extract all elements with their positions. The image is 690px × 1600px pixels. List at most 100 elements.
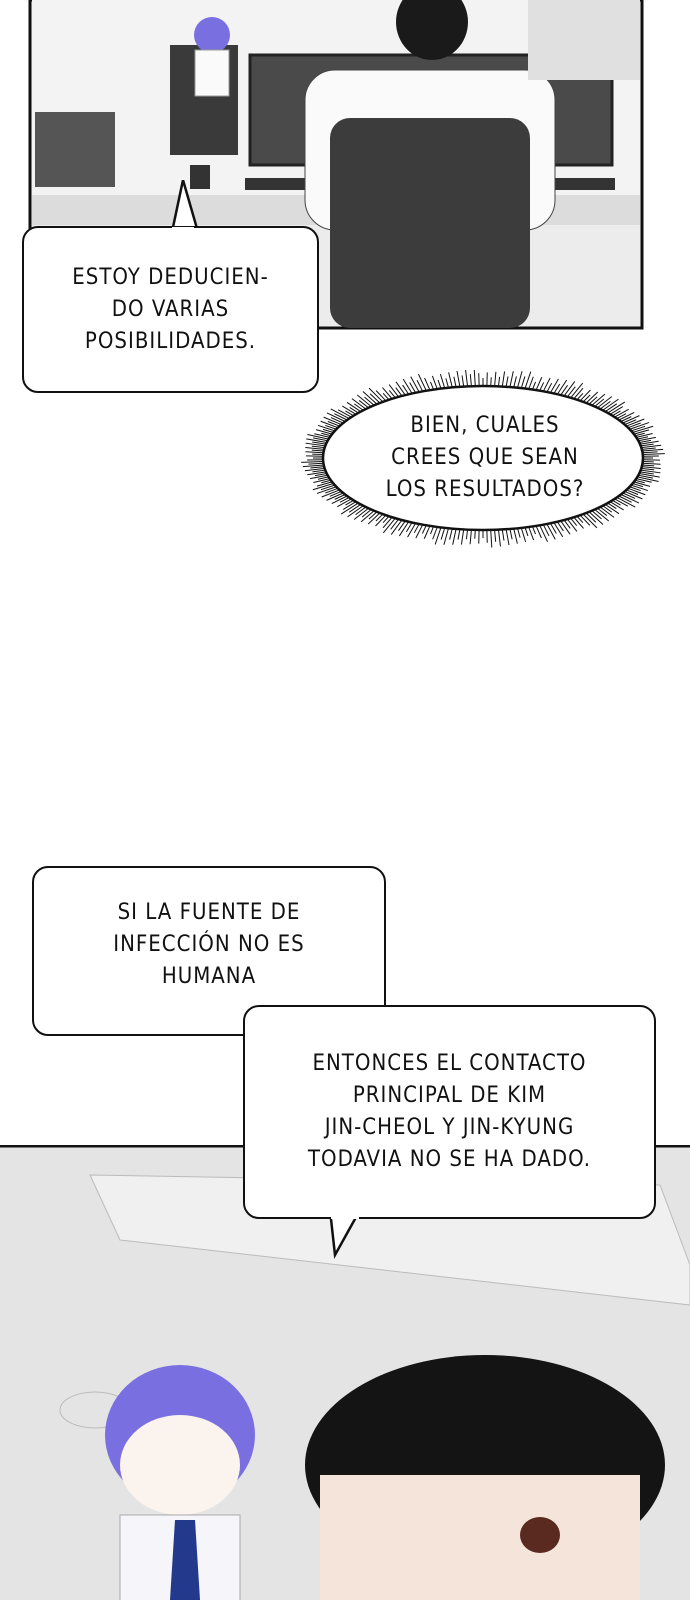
burst-spike <box>456 370 461 387</box>
burst-spike <box>405 522 413 533</box>
burst-spike <box>528 376 534 390</box>
burst-spike <box>639 471 654 475</box>
burst-spike <box>398 520 406 531</box>
doctor-hair <box>396 0 468 60</box>
burst-spike <box>375 514 387 527</box>
burst-spike <box>304 467 325 472</box>
burst-spike <box>599 400 611 410</box>
burst-spike <box>639 473 660 478</box>
burst-spike <box>549 523 557 534</box>
burst-spike <box>591 393 606 406</box>
burst-spike <box>443 528 449 545</box>
burst-spike <box>361 509 372 518</box>
burst-spike <box>320 420 339 429</box>
burst-spike <box>321 489 340 498</box>
burst-spike <box>473 370 476 387</box>
burst-spike <box>546 523 556 540</box>
burst-spike <box>340 502 359 515</box>
burst-spike <box>633 429 650 435</box>
burst-spike <box>632 425 654 433</box>
burst-spike <box>465 370 469 387</box>
burst-spike <box>636 433 653 438</box>
burst-spike <box>605 504 620 515</box>
burst-spike <box>629 486 641 492</box>
burst-spike <box>641 447 656 450</box>
bubble-text: ESTOY DEDUCIEN- DO VARIAS POSIBILIDADES. <box>72 264 269 354</box>
burst-spike <box>535 525 542 539</box>
burst-spike <box>642 451 658 454</box>
burst-spike <box>573 516 584 529</box>
burst-spike <box>497 376 501 387</box>
burst-spike <box>602 505 613 513</box>
burst-spike <box>642 462 661 465</box>
burst-spike <box>390 518 399 530</box>
burst-spike <box>626 418 645 427</box>
burst-spike <box>368 387 384 403</box>
burst-spike <box>382 517 396 534</box>
burst-spike <box>413 523 420 534</box>
burst-spike <box>607 502 617 510</box>
burst-spike <box>535 377 543 391</box>
speech-bubble-1: ESTOY DEDUCIEN- DO VARIAS POSIBILIDADES. <box>22 226 319 393</box>
burst-spike <box>579 514 591 526</box>
burst-spike <box>409 382 417 393</box>
burst-spike <box>360 510 375 523</box>
bubble-tail <box>170 180 200 232</box>
burst-spike <box>616 497 636 508</box>
burst-spike <box>469 529 472 545</box>
burst-spike <box>410 376 420 393</box>
burst-spike <box>453 376 457 388</box>
burst-spike <box>308 462 324 465</box>
burst-spike <box>424 377 431 391</box>
burst-spike <box>622 492 636 499</box>
burst-spike <box>402 384 410 395</box>
burst-spike <box>330 408 350 419</box>
burst-spike <box>337 409 352 418</box>
burst-spike <box>553 522 564 538</box>
burst-spike <box>553 383 561 394</box>
burst-spike <box>607 401 626 414</box>
burst-spike <box>641 467 655 471</box>
burst-spike <box>390 519 403 535</box>
burst-spike <box>614 408 629 418</box>
burst-spike <box>494 529 497 542</box>
bubble-text: SI LA FUENTE DE INFECCIÓN NO ES HUMANA <box>113 900 305 989</box>
burst-spike <box>334 494 346 500</box>
burst-spike <box>431 375 438 390</box>
burst-spike <box>369 393 381 404</box>
burst-spike <box>348 504 361 513</box>
burst-spike <box>326 492 344 501</box>
burst-spike <box>342 501 357 510</box>
burst-spike <box>594 509 610 522</box>
burst-spike <box>637 476 659 483</box>
burst-spike <box>313 478 330 483</box>
burst-spike <box>423 525 431 539</box>
burst-spike <box>312 437 328 442</box>
burst-spike <box>585 512 597 523</box>
burst-spike <box>632 483 644 488</box>
burst-spike <box>388 384 399 398</box>
burst-spike <box>307 433 329 440</box>
burst-spike <box>641 444 662 449</box>
burst-spike <box>633 481 651 487</box>
burst-spike <box>355 506 367 516</box>
burst-spike <box>594 398 605 407</box>
burst-spike <box>614 498 629 507</box>
burst-spike <box>353 507 369 520</box>
burst-spike <box>356 394 372 407</box>
burst-spike <box>398 521 410 537</box>
burst-spike <box>346 401 361 412</box>
burst-spike <box>560 385 568 396</box>
burst-spike <box>301 460 324 463</box>
burst-spike <box>302 464 324 468</box>
burst-spike <box>599 506 615 518</box>
burst-spike <box>627 487 646 496</box>
burst-spike <box>588 396 598 405</box>
burst-spike <box>609 406 624 415</box>
burst-spike <box>432 526 438 540</box>
burst-spike <box>591 510 602 520</box>
burst-spike <box>490 377 492 387</box>
burst-spike <box>364 396 375 406</box>
printer <box>35 112 115 187</box>
burst-spike <box>618 495 632 503</box>
